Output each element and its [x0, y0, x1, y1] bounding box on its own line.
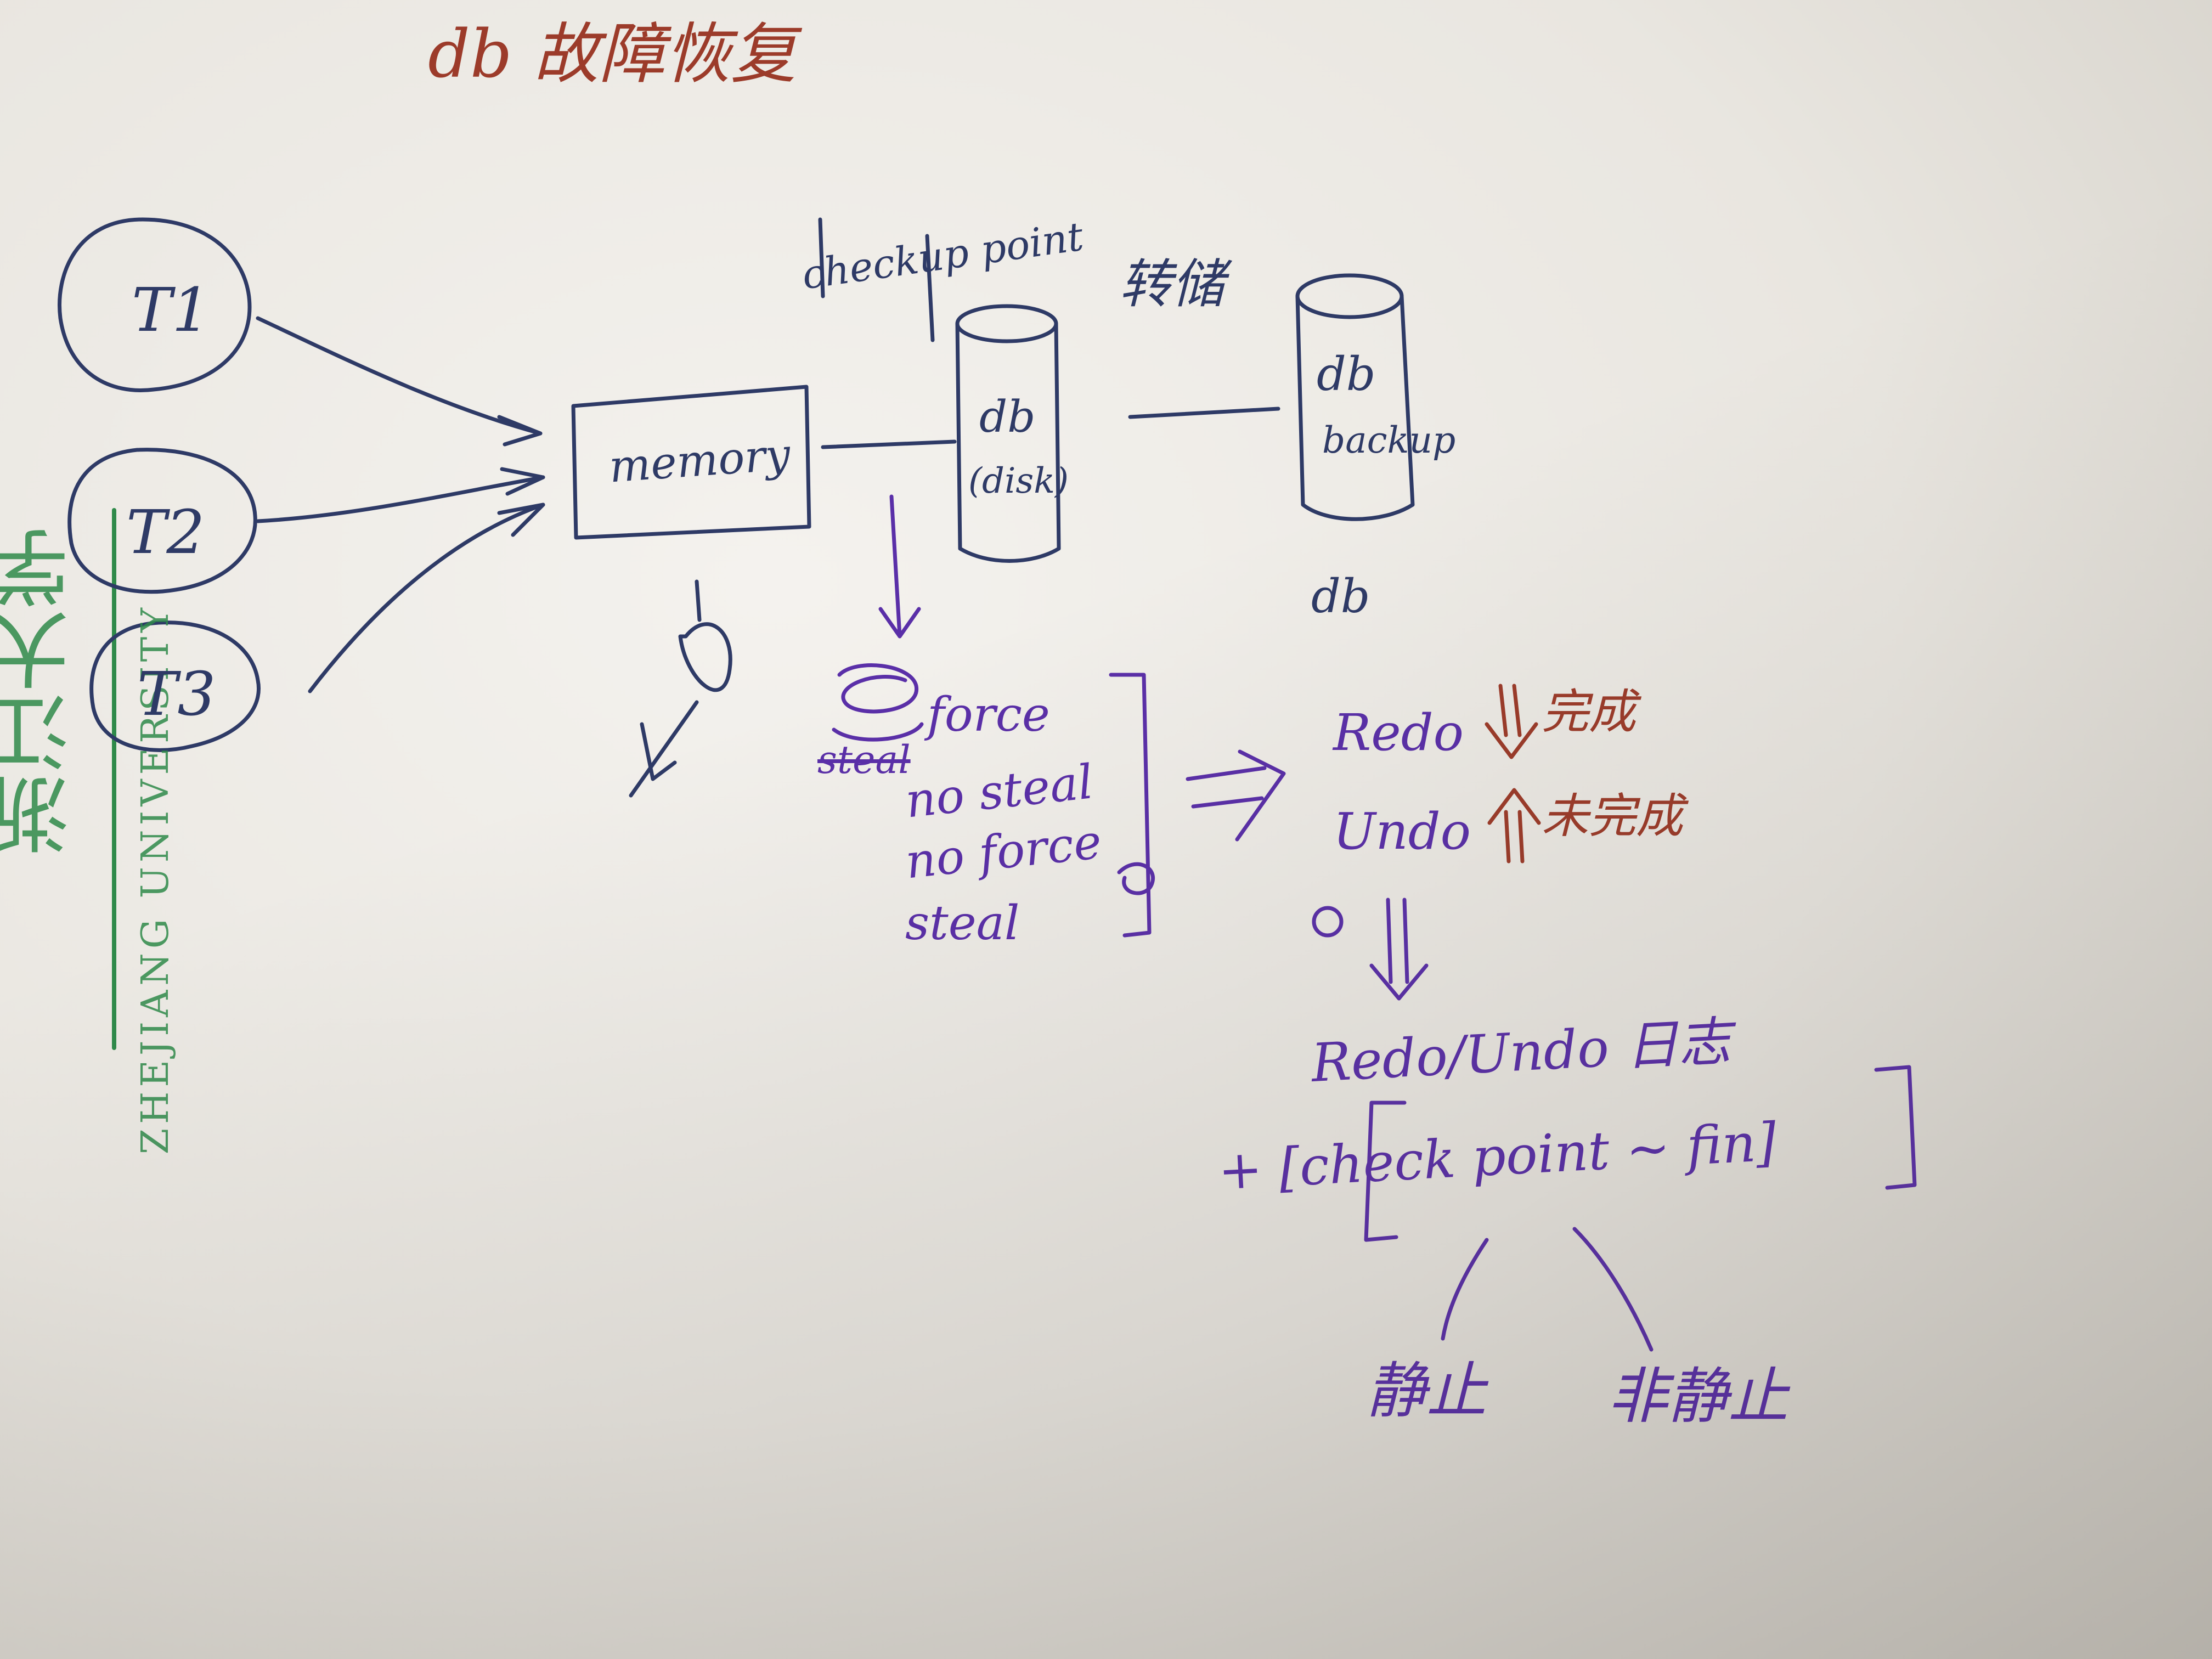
page-title: db 故障恢复 [428, 16, 797, 93]
t2-arrow [256, 475, 545, 523]
t2-circle [67, 448, 257, 594]
disk-top [955, 304, 1058, 343]
disk-label-bottom: (disk) [968, 461, 1069, 501]
backup-top [1295, 273, 1404, 319]
backup-label-top: db [1317, 347, 1376, 401]
disk-label-top: db [979, 391, 1036, 442]
checkpoint-bracket-left [1364, 1101, 1407, 1242]
disk-body [955, 321, 1061, 563]
t1-arrow-head [497, 415, 543, 447]
memory-disk-line [821, 439, 957, 449]
non-static-label: 非静止 [1607, 1361, 1788, 1431]
watermark-university-cn: 浙江大学 [0, 527, 83, 856]
backup-label-bottom: backup [1322, 419, 1456, 461]
policy-bracket-mark [1117, 862, 1155, 895]
t2-arrow-head [500, 467, 545, 496]
t1-arrow [256, 316, 543, 436]
t1-circle [58, 217, 252, 392]
backup-body [1295, 294, 1415, 521]
transaction-t2: T2 [126, 497, 205, 567]
down-double-arrow [1369, 898, 1429, 1001]
t3-arrow [308, 503, 545, 693]
branch-nonstatic [1572, 1227, 1654, 1352]
redo-note: 完成 [1542, 685, 1636, 740]
t3-arrow-head [497, 503, 545, 537]
checkpoint-bracket-right [1874, 1065, 1917, 1190]
undo-note: 未完成 [1542, 789, 1683, 844]
transfer-label: 转储 [1119, 253, 1224, 315]
implies-arrow [1186, 749, 1286, 842]
undo-arrow [1487, 788, 1541, 864]
policy-force: force [927, 687, 1050, 742]
policy-steal: steal [905, 896, 1020, 951]
policy-crossed-steal: steal [817, 737, 911, 782]
branch-static [1441, 1238, 1489, 1341]
t3-circle [89, 620, 261, 752]
redo-arrow [1485, 684, 1538, 759]
memory-box [571, 385, 811, 540]
memory-doodle [629, 579, 732, 798]
transaction-t3: T3 [137, 659, 216, 729]
memory-label: memory [607, 428, 792, 493]
policy-arrow [878, 494, 921, 639]
backup-below-label: db [1311, 569, 1370, 623]
policy-scribble [832, 663, 924, 742]
static-label: 静止 [1366, 1356, 1487, 1426]
circled-mark [1312, 906, 1344, 938]
disk-backup-line [1128, 407, 1280, 419]
undo-label: Undo [1333, 802, 1471, 861]
policy-bracket [1109, 673, 1152, 938]
redo-label: Redo [1333, 703, 1464, 762]
transaction-t1: T1 [132, 275, 211, 345]
checkpoint-mark [818, 217, 935, 342]
